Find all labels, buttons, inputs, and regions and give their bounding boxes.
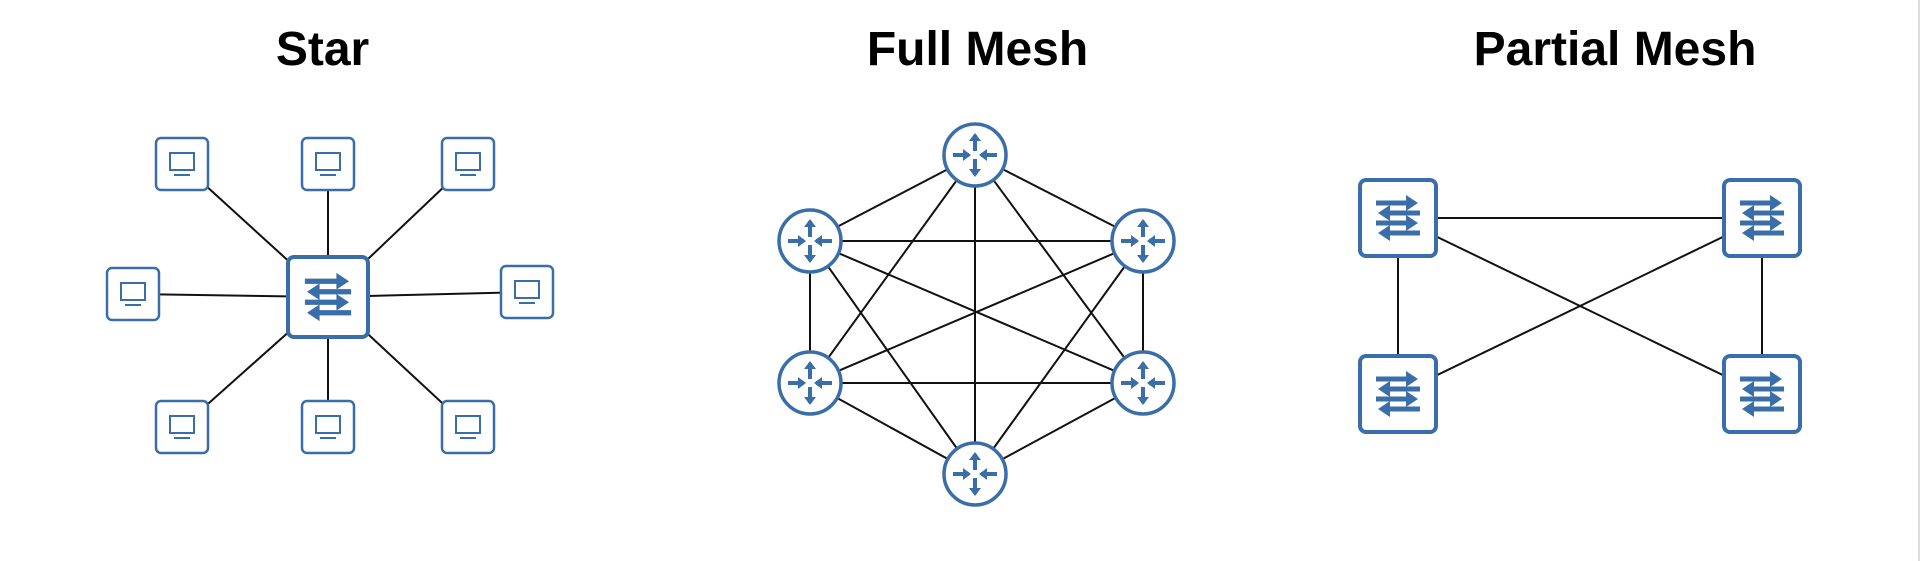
computer-icon xyxy=(499,264,555,320)
full-mesh-panel: Full Mesh xyxy=(645,0,1310,561)
computer-icon xyxy=(154,136,210,192)
star-panel: Star xyxy=(0,0,645,561)
switch-icon xyxy=(1722,178,1802,258)
switch-icon xyxy=(1722,354,1802,434)
switch-icon xyxy=(1358,178,1438,258)
full-mesh-diagram xyxy=(777,122,1176,507)
computer-icon xyxy=(440,136,496,192)
router-icon xyxy=(1110,208,1176,274)
partial-mesh-panel: Partial Mesh xyxy=(1310,0,1920,561)
router-icon xyxy=(777,350,843,416)
full-mesh-title: Full Mesh xyxy=(866,23,1089,76)
computer-icon xyxy=(440,399,496,455)
partial-mesh-diagram xyxy=(1358,178,1802,434)
router-icon xyxy=(942,122,1008,188)
router-icon xyxy=(777,208,843,274)
star-diagram xyxy=(105,136,555,455)
star-title: Star xyxy=(275,23,370,76)
switch-icon xyxy=(286,255,370,339)
partial-mesh-title: Partial Mesh xyxy=(1473,23,1757,76)
router-icon xyxy=(1110,350,1176,416)
computer-icon xyxy=(105,266,161,322)
router-icon xyxy=(942,441,1008,507)
switch-icon xyxy=(1358,354,1438,434)
right-edge-divider xyxy=(1918,0,1920,561)
computer-icon xyxy=(300,399,356,455)
computer-icon xyxy=(154,399,210,455)
full-mesh-links xyxy=(809,154,1144,475)
partial-mesh-links xyxy=(1397,217,1763,395)
computer-icon xyxy=(300,136,356,192)
